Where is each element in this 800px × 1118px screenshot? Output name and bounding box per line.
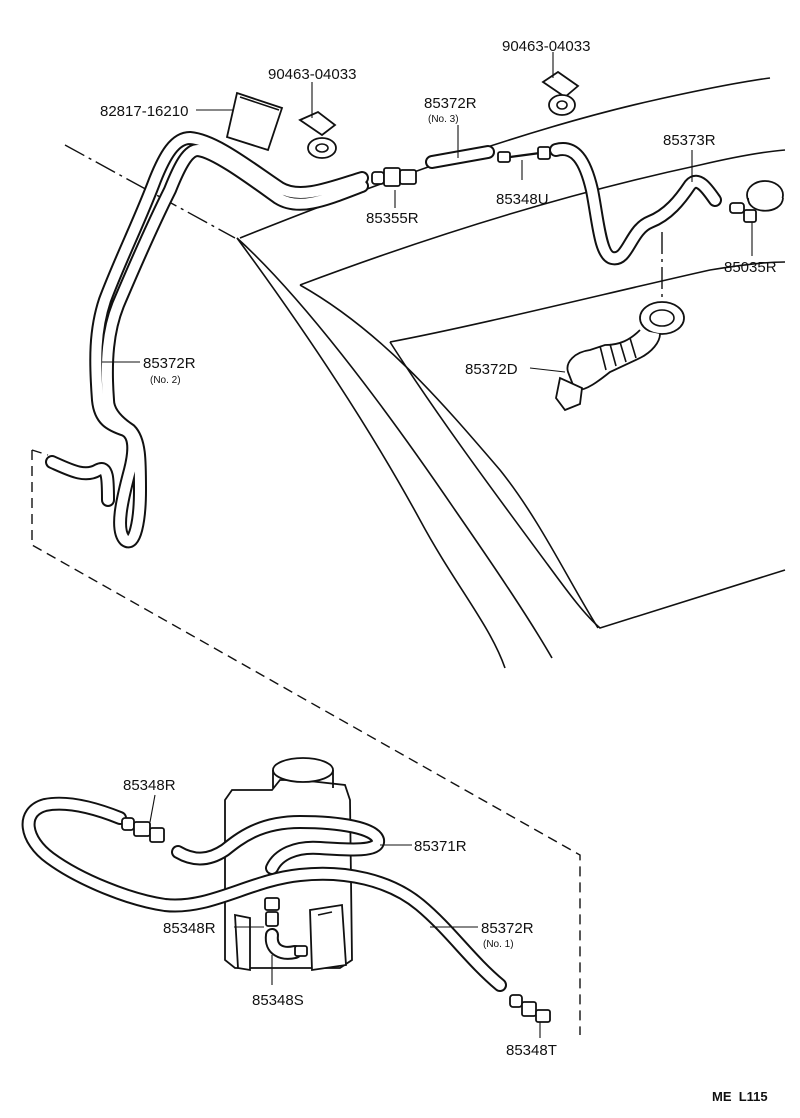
label-clip-left: 90463-04033 (268, 66, 356, 83)
label-clip-right: 90463-04033 (502, 38, 590, 55)
label-joint-s: 85348S (252, 992, 304, 1009)
clip-right-part (541, 70, 580, 116)
label-nozzle: 85035R (724, 259, 777, 276)
label-pad: 82817-16210 (100, 103, 188, 120)
body-edge-outer (236, 237, 506, 669)
hose-85373r (549, 142, 722, 266)
joint-85355r-part (371, 167, 417, 187)
label-joint-r-top: 85348R (123, 777, 176, 794)
roof-line-mid (299, 149, 786, 286)
window-outline (389, 341, 786, 629)
label-hose-no1-sub: (No. 1) (483, 939, 514, 950)
reference-code: ME L115 (712, 1089, 768, 1104)
section-boundary-tick (31, 449, 49, 456)
label-joint-t: 85348T (506, 1042, 557, 1059)
hose-no1 (21, 796, 507, 992)
part-labels: 90463-04033 90463-04033 82817-16210 8537… (100, 38, 777, 1104)
label-hose-no2-num: 85372R (143, 355, 196, 372)
window-top-edge (389, 261, 786, 343)
label-hose-no2-sub: (No. 2) (150, 375, 181, 386)
pad-part (225, 91, 284, 152)
hose-no2-end (45, 455, 115, 507)
body-edge-inner (236, 237, 553, 659)
joint-85348r-top-part (121, 817, 165, 843)
section-boundary (31, 450, 581, 1035)
hose-no3 (425, 145, 495, 169)
label-grommet: 85372D (465, 361, 518, 378)
label-hose-no3-num: 85372R (424, 95, 477, 112)
window-edge-left (299, 284, 599, 629)
hose-85371r (171, 815, 385, 875)
clip-left-part (298, 110, 337, 159)
label-hose-tank: 85371R (414, 838, 467, 855)
body-centerline (64, 144, 236, 239)
label-hose-front: 85373R (663, 132, 716, 149)
label-joint-mid: 85355R (366, 210, 419, 227)
joint-85348u-part (497, 146, 551, 163)
label-joint-r-bottom: 85348R (163, 920, 216, 937)
label-hose-no1-num: 85372R (481, 920, 534, 937)
nozzle-part (729, 180, 784, 223)
label-joint-u: 85348U (496, 191, 549, 208)
grommet-part (555, 301, 685, 412)
washer-tank (224, 757, 353, 972)
leader-lines (102, 52, 753, 1038)
label-hose-no3-sub: (No. 3) (428, 114, 459, 125)
joint-85348r-bottom-part (264, 897, 308, 960)
hose-no2 (89, 131, 369, 549)
body-outline (64, 77, 786, 669)
joint-85348t-part (509, 994, 551, 1023)
